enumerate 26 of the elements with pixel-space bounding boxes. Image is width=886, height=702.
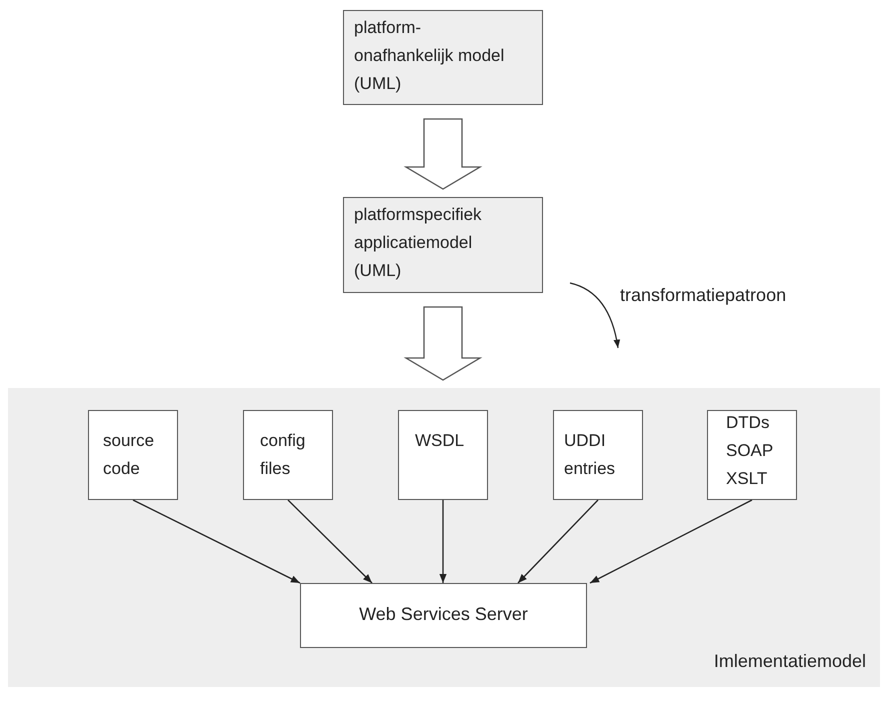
- layer-title: Imlementatiemodel: [714, 650, 866, 673]
- block-arrow: [404, 118, 482, 190]
- node-label: DTDs SOAP XSLT: [726, 412, 774, 490]
- annotation-label: transformatiepatroon: [620, 285, 786, 306]
- node-label: UDDI entries: [564, 430, 616, 480]
- model-box: [343, 197, 543, 293]
- model-box: [343, 10, 543, 105]
- layer-band: [8, 388, 880, 687]
- node-label: WSDL: [415, 430, 466, 452]
- node-label: platformspecifiek applicatiemodel (UML): [354, 204, 483, 282]
- arrow: [288, 500, 372, 584]
- node-label: Web Services Server: [358, 603, 529, 626]
- node-label: config files: [260, 430, 306, 480]
- node-label: source code: [103, 430, 156, 480]
- artifact-box: [398, 410, 488, 500]
- server-box: [300, 583, 587, 648]
- artifact-box: [88, 410, 178, 500]
- arrow: [590, 499, 752, 584]
- artifact-box: [707, 410, 797, 500]
- artifact-box: [553, 410, 643, 500]
- arrow: [518, 500, 598, 584]
- arrow: [132, 499, 300, 584]
- block-arrow: [404, 306, 482, 381]
- arrow: [439, 500, 447, 583]
- node-label: platform- onafhankelijk model (UML): [354, 17, 506, 95]
- artifact-box: [243, 410, 333, 500]
